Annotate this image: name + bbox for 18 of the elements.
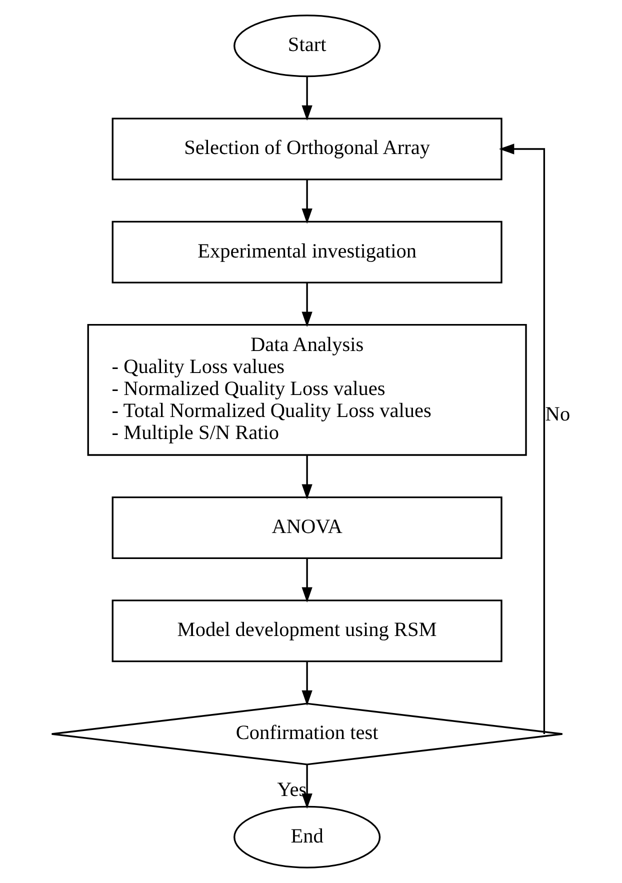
arrow [301,558,312,602]
node-ellipse: End [233,806,380,868]
arrow [498,144,545,734]
edge-label: No [544,403,570,426]
arrow [301,662,312,706]
node-box: Model development using RSM [111,600,502,662]
node-ellipse: Start [233,14,380,78]
arrow [301,456,312,500]
node-box: ANOVA [111,496,502,559]
node-diamond: Confirmation test [50,702,563,766]
node-box: Experimental investigation [111,220,502,284]
node-box: Data Analysis - Quality Loss values - Normalized Quality Loss values - Total Normalized Quality Loss values - Multiple S/N Ratio [86,324,526,456]
arrow [301,764,312,809]
arrow [301,282,312,327]
arrow [301,180,312,224]
node-box: Selection of Orthogonal Array [111,118,502,180]
arrow [301,76,312,121]
edge-label: Yes [276,778,306,801]
